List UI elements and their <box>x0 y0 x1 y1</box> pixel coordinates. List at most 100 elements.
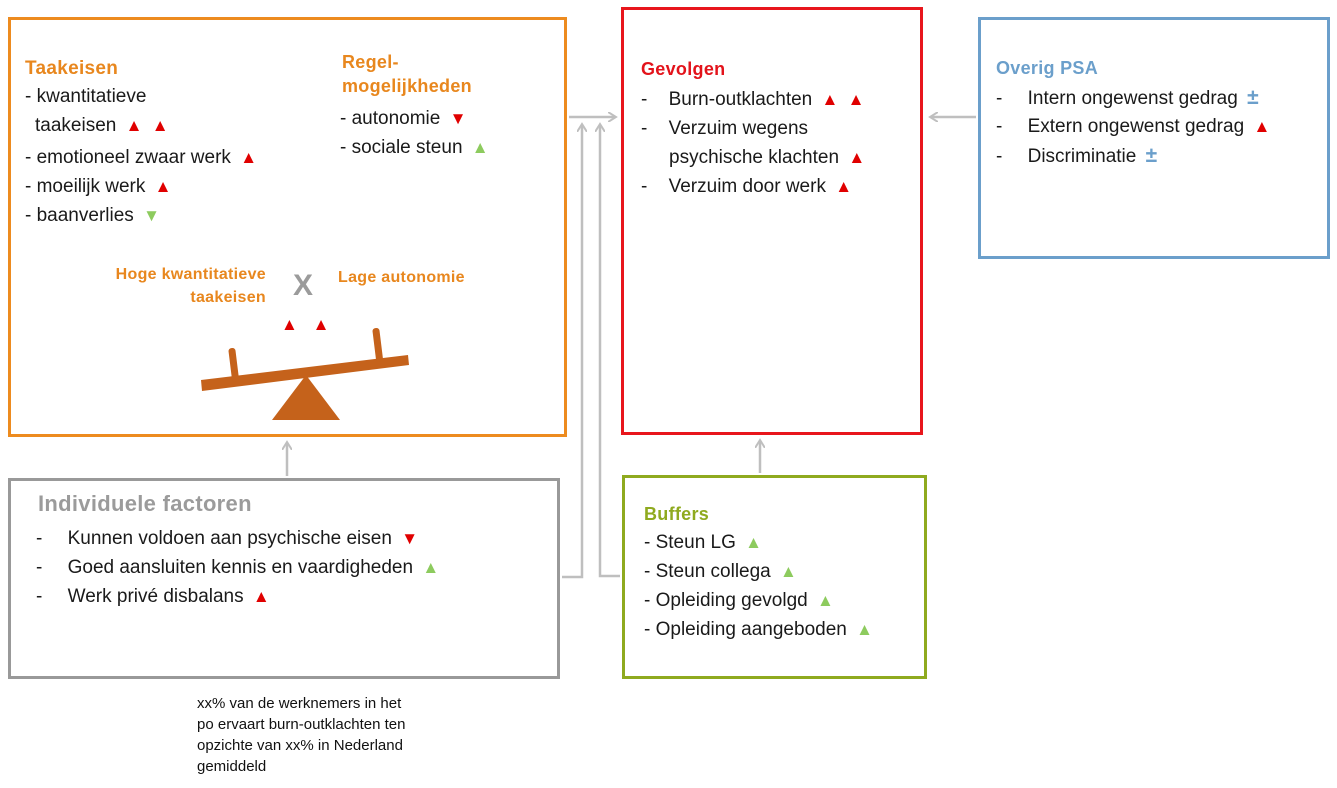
up-red-icon: ▲ <box>151 116 169 135</box>
taakeisen-item-label-cont: taakeisen <box>35 115 117 136</box>
up-green-icon: ▲ <box>817 591 834 610</box>
down-red-icon: ▼ <box>401 529 419 548</box>
bullet: - <box>641 89 648 110</box>
overig-item-intern: - Intern ongewenst gedrag ± <box>996 83 1259 113</box>
individueel-item-kennis: - Goed aansluiten kennis en vaardigheden… <box>36 553 439 582</box>
interaction-left-label-line2: taakeisen <box>190 289 266 306</box>
bullet: - <box>996 116 1003 137</box>
down-green-icon: ▼ <box>143 206 160 225</box>
up-red-icon: ▲ <box>252 587 270 606</box>
individueel-item-label: Kunnen voldoen aan psychische eisen <box>67 528 392 549</box>
individueel-item-psychische-eisen: - Kunnen voldoen aan psychische eisen ▼ <box>36 524 418 553</box>
gevolgen-item-label: Verzuim wegens <box>668 118 809 139</box>
overig-psa-box: Overig PSA - Intern ongewenst gedrag ± -… <box>978 17 1330 259</box>
regelmogelijkheden-title-line1: Regel- <box>342 52 399 72</box>
overig-title: Overig PSA <box>996 58 1099 78</box>
arrow-buffers-gevolgen <box>600 125 620 578</box>
seesaw-icon <box>201 327 409 420</box>
up-red-icon: ▲ <box>821 90 839 109</box>
buffers-item-label: - Steun collega <box>644 561 771 582</box>
taakeisen-item-label: - kwantitatieve <box>25 86 147 107</box>
bullet: - <box>641 118 648 139</box>
taakeisen-box: Taakeisen - kwantitatieve taakeisen ▲ ▲ … <box>8 17 567 437</box>
interaction-left-label-line1: Hoge kwantitatieve <box>115 266 266 283</box>
overig-item-label: Extern ongewenst gedrag <box>1027 116 1245 137</box>
up-green-icon: ▲ <box>745 533 762 552</box>
regel-item-sociale-steun: - sociale steun ▲ <box>340 133 489 162</box>
individuele-factoren-box: Individuele factoren - Kunnen voldoen aa… <box>8 478 560 679</box>
plusminus-icon: ± <box>1145 144 1158 167</box>
bullet: - <box>996 88 1003 109</box>
up-green-icon: ▲ <box>856 620 873 639</box>
footnote-line: po ervaart burn-outklachten ten <box>197 716 406 733</box>
buffers-item-opleiding-gevolgd: - Opleiding gevolgd ▲ <box>644 586 834 615</box>
overig-item-extern: - Extern ongewenst gedrag ▲ <box>996 112 1270 141</box>
up-red-icon: ▲ <box>125 116 143 135</box>
regelmogelijkheden-title: Regel- mogelijkheden <box>342 50 472 98</box>
gevolgen-item-burnout: - Burn-outklachten ▲ ▲ <box>641 85 864 114</box>
buffers-item-steun-lg: - Steun LG ▲ <box>644 528 762 557</box>
individueel-item-label: Goed aansluiten kennis en vaardigheden <box>67 557 414 578</box>
gevolgen-item-label-cont: psychische klachten <box>669 147 840 168</box>
up-green-icon: ▲ <box>422 558 440 577</box>
up-green-icon: ▲ <box>471 138 489 157</box>
up-red-icon: ▲ <box>154 177 172 196</box>
gevolgen-item-label: Burn-outklachten <box>668 89 813 110</box>
overig-item-discriminatie: - Discriminatie ± <box>996 141 1157 171</box>
up-red-icon: ▲ <box>848 148 866 167</box>
regel-item-label: - sociale steun <box>340 137 463 158</box>
interaction-left-label: Hoge kwantitatieve taakeisen <box>66 263 266 309</box>
individueel-title: Individuele factoren <box>38 491 252 516</box>
bullet: - <box>36 557 43 578</box>
taakeisen-item-kwantitatief: - kwantitatieve taakeisen ▲ ▲ <box>25 82 169 140</box>
taakeisen-item-label: - baanverlies <box>25 205 134 226</box>
footnote-text: xx% van de werknemers in het po ervaart … <box>197 693 405 777</box>
buffers-title: Buffers <box>644 504 710 524</box>
buffers-item-label: - Opleiding gevolgd <box>644 590 808 611</box>
interaction-arrows: ▲ ▲ <box>281 310 329 339</box>
buffers-item-label: - Opleiding aangeboden <box>644 619 847 640</box>
interaction-right-label: Lage autonomie <box>338 269 465 286</box>
footnote-line: xx% van de werknemers in het <box>197 695 402 712</box>
gevolgen-title: Gevolgen <box>641 59 726 79</box>
taakeisen-item-label: - moeilijk werk <box>25 176 146 197</box>
bullet: - <box>36 528 43 549</box>
buffers-box: Buffers - Steun LG ▲ - Steun collega ▲ -… <box>622 475 927 679</box>
up-red-icon: ▲ <box>835 177 853 196</box>
individueel-item-werk-prive: - Werk privé disbalans ▲ <box>36 582 270 611</box>
taakeisen-item-moeilijk: - moeilijk werk ▲ <box>25 172 171 201</box>
arrow-individueel-gevolgen <box>562 125 582 579</box>
gevolgen-box: Gevolgen - Burn-outklachten ▲ ▲ - Verzui… <box>621 7 923 435</box>
bullet: - <box>641 176 648 197</box>
overig-item-label: Intern ongewenst gedrag <box>1027 88 1238 109</box>
overig-item-label: Discriminatie <box>1027 146 1137 167</box>
up-green-icon: ▲ <box>780 562 797 581</box>
taakeisen-item-baanverlies: - baanverlies ▼ <box>25 201 160 230</box>
regel-item-autonomie: - autonomie ▼ <box>340 104 466 133</box>
up-red-icon: ▲ <box>1253 117 1271 136</box>
taakeisen-title: Taakeisen <box>25 58 119 79</box>
regel-item-label: - autonomie <box>340 108 441 129</box>
gevolgen-item-label: Verzuim door werk <box>668 176 826 197</box>
plusminus-icon: ± <box>1247 86 1259 109</box>
taakeisen-item-label: - emotioneel zwaar werk <box>25 147 231 168</box>
taakeisen-item-emotioneel: - emotioneel zwaar werk ▲ <box>25 143 257 172</box>
gevolgen-item-verzuim-werk: - Verzuim door werk ▲ <box>641 172 852 201</box>
up-red-icon: ▲ <box>281 315 298 334</box>
bullet: - <box>996 146 1003 167</box>
gevolgen-item-verzuim-psychisch: - Verzuim wegens psychische klachten ▲ <box>641 114 865 172</box>
up-red-icon: ▲ <box>312 315 330 334</box>
down-red-icon: ▼ <box>449 109 467 128</box>
buffers-item-opleiding-aangeboden: - Opleiding aangeboden ▲ <box>644 615 873 644</box>
up-red-icon: ▲ <box>240 148 258 167</box>
buffers-item-steun-collega: - Steun collega ▲ <box>644 557 797 586</box>
bullet: - <box>36 586 43 607</box>
up-red-icon: ▲ <box>847 90 865 109</box>
regelmogelijkheden-title-line2: mogelijkheden <box>342 76 472 96</box>
buffers-item-label: - Steun LG <box>644 532 736 553</box>
interaction-times-sign: X <box>293 269 314 302</box>
footnote-line: opzichte van xx% in Nederland <box>197 737 403 754</box>
footnote-line: gemiddeld <box>197 758 267 775</box>
individueel-item-label: Werk privé disbalans <box>67 586 244 607</box>
